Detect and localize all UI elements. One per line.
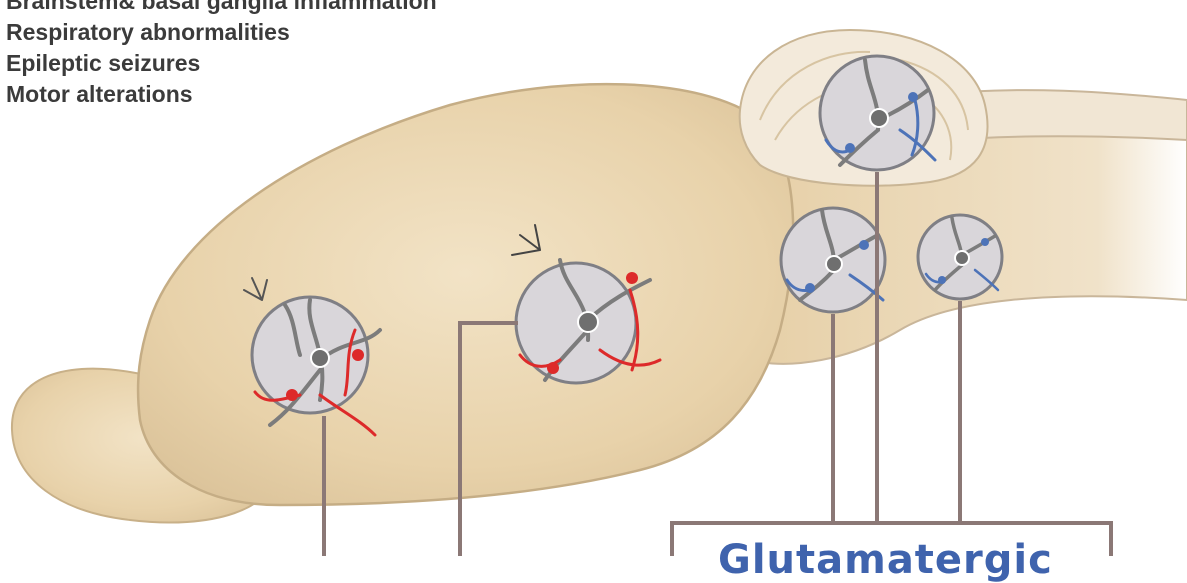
glutamatergic-label: Glutamatergic <box>718 537 1053 583</box>
symptom-item: Epileptic seizures <box>6 48 437 79</box>
neuron-circle-midbrain <box>781 208 885 312</box>
symptom-item: Respiratory abnormalities <box>6 17 437 48</box>
symptom-item: Brainstem& basal ganglia inflammation <box>6 0 437 17</box>
symptom-list: Brainstem& basal ganglia inflammation Re… <box>6 0 437 110</box>
cerebrum <box>138 84 793 505</box>
neuron-circle-brainstem <box>918 215 1002 299</box>
neuron-circle-cerebellum <box>820 56 935 170</box>
symptom-item: Motor alterations <box>6 79 437 110</box>
